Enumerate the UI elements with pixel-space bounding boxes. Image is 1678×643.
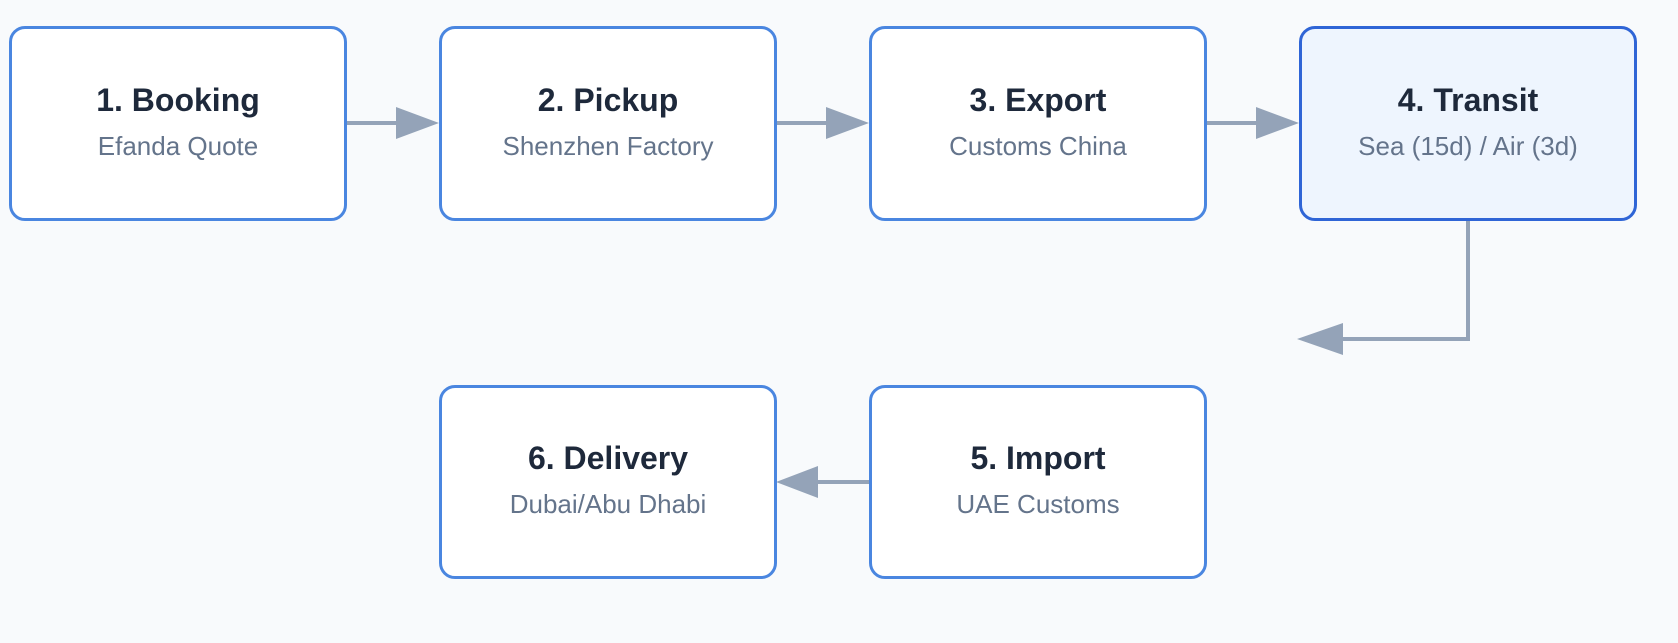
- arrow-pickup-to-export: [776, 107, 869, 139]
- step-subtitle: Efanda Quote: [97, 130, 259, 161]
- arrow-import-to-delivery: [776, 466, 870, 498]
- arrow-export-to-transit: [1206, 107, 1299, 139]
- step-import[interactable]: 5. Import UAE Customs: [869, 385, 1207, 579]
- step-export[interactable]: 3. Export Customs China: [869, 26, 1207, 221]
- step-title: 6. Delivery: [527, 440, 689, 476]
- step-subtitle: Shenzhen Factory: [502, 130, 714, 161]
- step-title: 5. Import: [970, 440, 1106, 476]
- step-subtitle: UAE Customs: [956, 489, 1120, 519]
- step-title: 2. Pickup: [537, 81, 679, 118]
- arrow-transit-to-import: [1297, 220, 1470, 355]
- step-title: 1. Booking: [96, 81, 260, 118]
- step-delivery[interactable]: 6. Delivery Dubai/Abu Dhabi: [439, 385, 777, 579]
- step-subtitle: Dubai/Abu Dhabi: [509, 489, 707, 519]
- step-subtitle: Customs China: [949, 130, 1127, 161]
- step-booking[interactable]: 1. Booking Efanda Quote: [9, 26, 347, 221]
- step-transit[interactable]: 4. Transit Sea (15d) / Air (3d): [1299, 26, 1637, 221]
- step-title: 3. Export: [969, 81, 1107, 118]
- step-title: 4. Transit: [1397, 81, 1539, 118]
- step-pickup[interactable]: 2. Pickup Shenzhen Factory: [439, 26, 777, 221]
- arrow-booking-to-pickup: [346, 107, 439, 139]
- step-subtitle: Sea (15d) / Air (3d): [1358, 130, 1578, 161]
